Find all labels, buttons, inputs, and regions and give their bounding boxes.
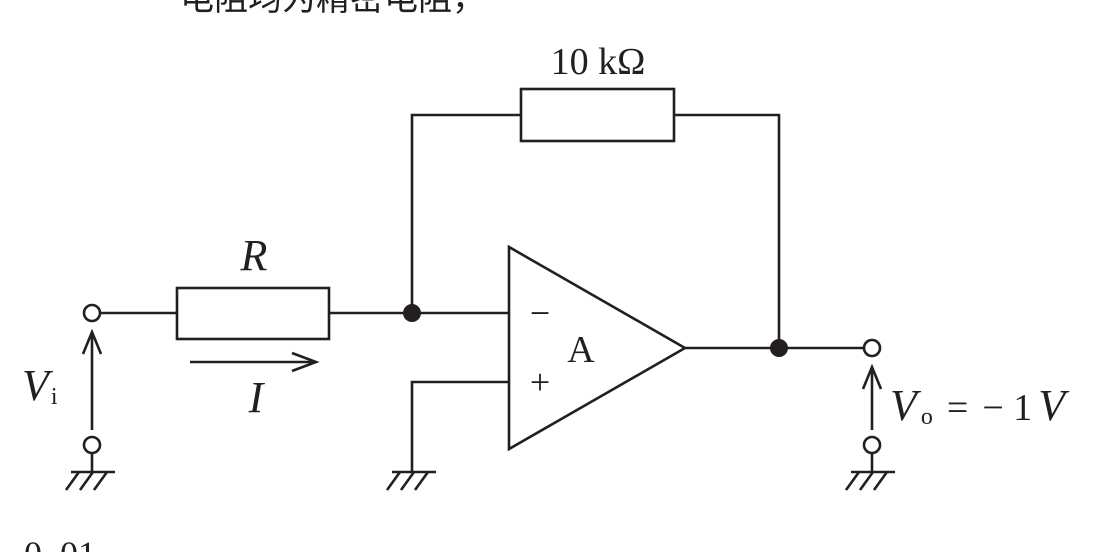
junction-inverting-node <box>403 304 421 322</box>
input-terminal-bottom <box>82 435 102 455</box>
noninverting-ground-branch <box>385 380 509 491</box>
noninverting-wire <box>410 380 509 472</box>
output-voltage-unit: V <box>1038 381 1070 430</box>
feedback-wire-left <box>410 113 521 313</box>
ground-symbol-right <box>844 470 895 491</box>
output-voltage-symbol: V <box>890 381 922 430</box>
input-voltage-label: Vi <box>22 361 58 410</box>
opamp-noninverting-sign: + <box>530 362 550 402</box>
ground-symbol-left <box>64 470 115 491</box>
junction-output-node <box>770 339 788 357</box>
output-terminal-top <box>862 338 882 358</box>
opamp-triangle <box>507 244 688 452</box>
input-resistor-label: R <box>240 231 268 280</box>
feedback-wire-right <box>674 113 781 348</box>
input-terminal-top <box>82 303 102 323</box>
current-arrow-head <box>291 351 320 373</box>
input-voltage-subscript: i <box>51 384 58 410</box>
output-voltage-equals: = <box>947 387 968 429</box>
feedback-loop: 10 kΩ <box>410 41 781 348</box>
output-voltage-subscript: o <box>921 404 933 430</box>
feedback-resistor <box>519 87 676 143</box>
opamp: − + A <box>507 244 688 452</box>
feedback-resistor-label: 10 kΩ <box>551 41 646 83</box>
input-resistor <box>175 286 331 341</box>
opamp-inverting-sign: − <box>530 293 550 333</box>
opamp-label: A <box>567 329 595 371</box>
input-port: Vi <box>22 303 115 491</box>
current-label: I <box>248 373 266 422</box>
bottom-cropped-text: 0. 01 <box>24 534 96 552</box>
input-voltage-symbol: V <box>22 361 54 410</box>
input-voltage-arrow-head <box>81 328 103 355</box>
output-terminal-bottom <box>862 435 882 455</box>
top-cropped-text: 电阻均为精密电阻， <box>180 0 486 18</box>
output-voltage-value: − 1 <box>982 387 1032 429</box>
ground-symbol-middle <box>385 470 436 491</box>
output-voltage-arrow-head <box>861 363 883 390</box>
input-branch: R I <box>100 231 509 422</box>
